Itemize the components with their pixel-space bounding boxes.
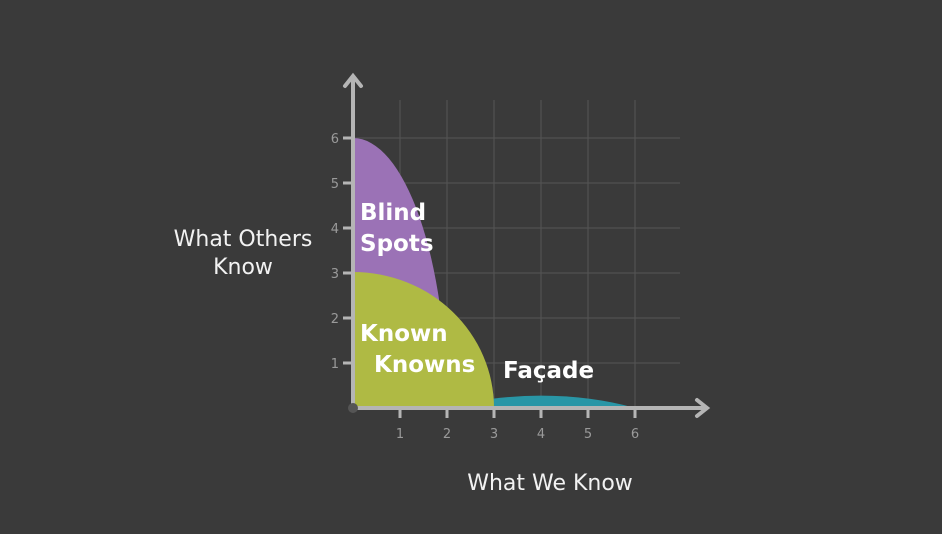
known-knowns-label-line-2: Knowns — [374, 352, 475, 378]
y-tick-label: 5 — [331, 177, 339, 192]
y-tick-label: 1 — [331, 357, 339, 372]
x-tick-labels: 1 2 3 4 5 6 — [396, 427, 639, 442]
x-tick-label: 5 — [584, 427, 592, 442]
origin-dot — [348, 403, 358, 413]
y-tick-label: 2 — [331, 312, 339, 327]
x-tick-label: 1 — [396, 427, 404, 442]
x-tick-label: 6 — [631, 427, 639, 442]
y-axis-title: What Others Know — [160, 226, 326, 282]
x-axis-title: What We Know — [467, 471, 633, 496]
y-tick-labels: 1 2 3 4 5 6 — [331, 132, 339, 372]
facade-region — [447, 395, 635, 408]
known-knowns-region — [353, 272, 494, 408]
y-tick-label: 4 — [331, 222, 339, 237]
y-tick-label: 3 — [331, 267, 339, 282]
x-tick-label: 4 — [537, 427, 545, 442]
x-tick-label: 3 — [490, 427, 498, 442]
y-tick-label: 6 — [331, 132, 339, 147]
facade-label: Façade — [503, 358, 594, 384]
x-tick-label: 2 — [443, 427, 451, 442]
known-knowns-label-line-1: Known — [360, 321, 448, 347]
tick-marks — [343, 136, 637, 418]
blind-spots-label-line-1: Blind — [360, 200, 426, 226]
axes — [343, 72, 711, 418]
y-axis-title-line-2: Know — [213, 255, 273, 280]
y-axis-title-line-1: What Others — [173, 227, 313, 252]
blind-spots-label-line-2: Spots — [360, 231, 434, 257]
